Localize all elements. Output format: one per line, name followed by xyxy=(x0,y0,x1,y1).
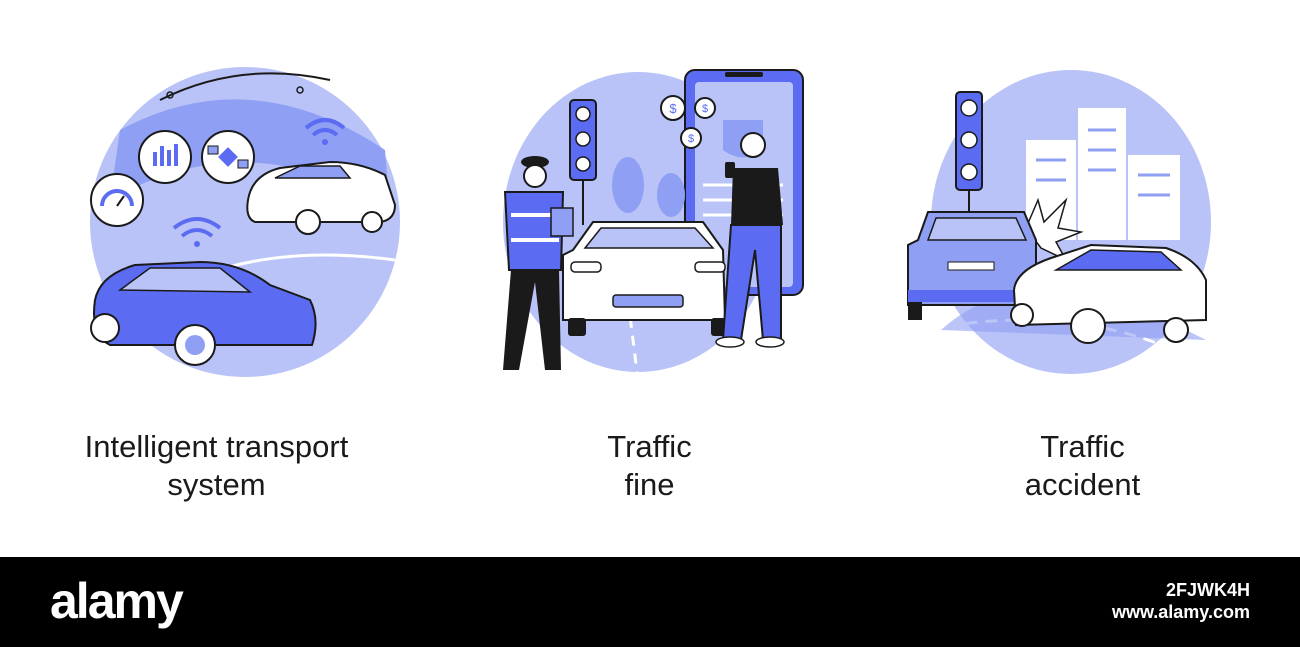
caption-line-1: Intelligent transport xyxy=(84,429,349,464)
car-icon xyxy=(907,211,1037,320)
panel-traffic-fine: $ $ $ xyxy=(433,0,866,557)
svg-text:$: $ xyxy=(669,101,677,116)
police-officer-icon xyxy=(503,156,574,370)
satellite-icon xyxy=(201,130,255,184)
watermark-footer: alamy 2FJWK4H www.alamy.com xyxy=(0,557,1300,647)
caption-line-1: Traffic xyxy=(1040,429,1125,464)
car-icon xyxy=(1010,243,1207,344)
traffic-accident-illustration xyxy=(907,70,1211,374)
image-id-block: 2FJWK4H www.alamy.com xyxy=(1112,579,1250,623)
traffic-light-icon xyxy=(955,91,983,212)
site-url: www.alamy.com xyxy=(1111,602,1250,622)
intelligent-transport-illustration xyxy=(90,67,400,377)
speedometer-icon xyxy=(90,173,144,227)
illustration-stage: Intelligent transport system $ $ xyxy=(0,0,1299,557)
brand-logo: alamy xyxy=(50,573,184,629)
caption-line-2: system xyxy=(167,467,266,502)
car-icon xyxy=(90,260,317,366)
svg-text:$: $ xyxy=(702,103,708,115)
car-icon xyxy=(562,221,729,336)
caption-line-1: Traffic xyxy=(607,429,692,464)
bar-chart-icon xyxy=(138,130,192,184)
caption-line-2: accident xyxy=(1024,467,1141,502)
caption-line-2: fine xyxy=(624,467,675,502)
collision-icon xyxy=(1025,197,1084,262)
panel-intelligent-transport: Intelligent transport system xyxy=(0,0,433,557)
wifi-icon xyxy=(304,118,346,145)
car-icon xyxy=(246,160,397,235)
panel-traffic-accident: Traffic accident xyxy=(866,0,1299,557)
traffic-fine-illustration: $ $ $ xyxy=(503,69,804,381)
image-id: 2FJWK4H xyxy=(1165,580,1250,600)
caption: Traffic fine xyxy=(433,428,866,504)
wifi-icon xyxy=(172,217,222,247)
caption: Intelligent transport system xyxy=(0,428,433,504)
traffic-light-icon xyxy=(569,99,597,225)
caption: Traffic accident xyxy=(866,428,1299,504)
man-icon xyxy=(715,132,785,348)
dollar-coin-icon: $ $ $ xyxy=(660,95,716,149)
svg-text:$: $ xyxy=(688,133,694,145)
